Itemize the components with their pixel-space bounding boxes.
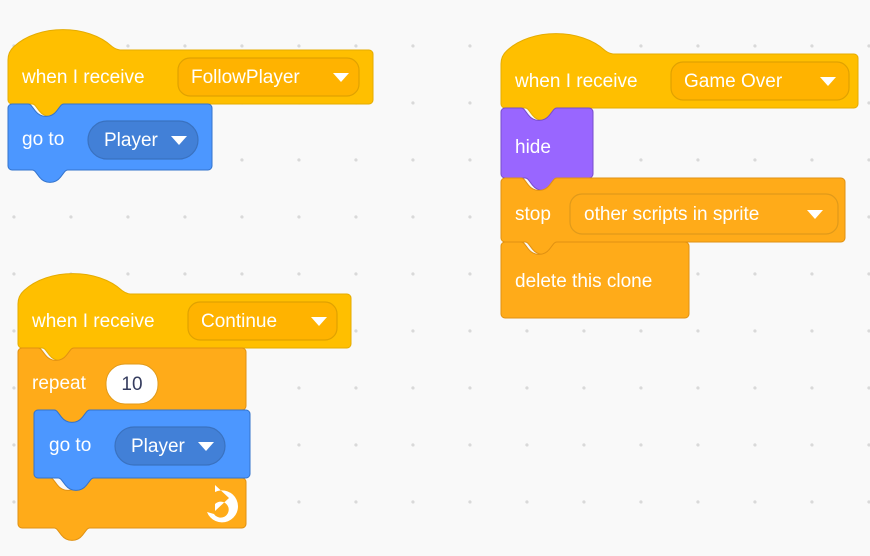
loop-arrow-icon (207, 485, 238, 523)
chevron-down-icon[interactable] (311, 317, 327, 326)
message-dropdown-continue[interactable] (187, 301, 338, 341)
repeat-count-input[interactable] (105, 363, 159, 405)
chevron-down-icon[interactable] (807, 210, 823, 219)
block-delete-this-clone-body[interactable] (500, 241, 690, 319)
chevron-down-icon[interactable] (333, 73, 349, 82)
target-dropdown-player-2[interactable] (114, 426, 226, 466)
script-when-i-receive-followplayer[interactable]: when I receive FollowPlayer go to Player (7, 22, 388, 192)
repeat-count-input-value: 10 (121, 374, 142, 395)
script-when-i-receive-continue[interactable]: when I receive Continue repeat 10 go to … (17, 266, 378, 541)
block-hide-body[interactable] (500, 107, 594, 191)
chevron-down-icon[interactable] (820, 77, 836, 86)
message-dropdown-followplayer[interactable] (177, 57, 360, 97)
script-when-i-receive-game-over[interactable]: when I receive Game Over hide stop other… (500, 26, 870, 326)
stop-option-dropdown[interactable] (569, 193, 839, 235)
target-dropdown-player-1[interactable] (87, 120, 199, 160)
chevron-down-icon[interactable] (198, 442, 214, 451)
chevron-down-icon[interactable] (171, 136, 187, 145)
message-dropdown-game-over[interactable] (670, 61, 850, 101)
